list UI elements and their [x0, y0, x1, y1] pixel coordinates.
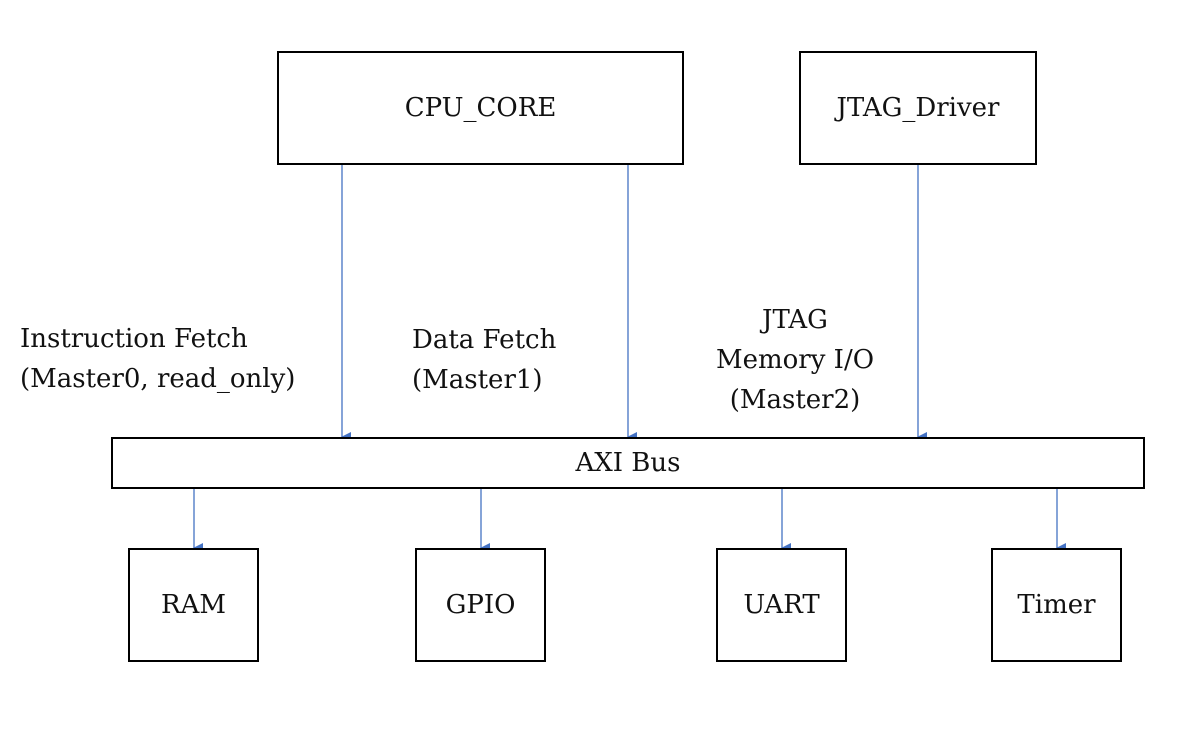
timer-block: Timer [991, 548, 1122, 662]
data-fetch-master: (Master1) [412, 365, 543, 395]
data-fetch-title: Data Fetch [412, 325, 557, 355]
axi-bus: AXI Bus [111, 437, 1145, 489]
uart-block: UART [716, 548, 847, 662]
instruction-fetch-title: Instruction Fetch [20, 324, 248, 354]
ram-block: RAM [128, 548, 259, 662]
instruction-fetch-label: Instruction Fetch (Master0, read_only) [20, 319, 295, 399]
jtag-memory-io-title-1: JTAG [762, 305, 828, 335]
jtag-memory-io-master: (Master2) [729, 385, 861, 415]
jtag-memory-io-label: JTAG Memory I/O (Master2) [695, 300, 895, 420]
instruction-fetch-master: (Master0, read_only) [20, 364, 296, 394]
data-fetch-label: Data Fetch (Master1) [412, 320, 556, 400]
gpio-block: GPIO [415, 548, 546, 662]
cpu-core-block: CPU_CORE [277, 51, 684, 165]
jtag-memory-io-title-2: Memory I/O [715, 345, 875, 375]
jtag-driver-block: JTAG_Driver [799, 51, 1037, 165]
